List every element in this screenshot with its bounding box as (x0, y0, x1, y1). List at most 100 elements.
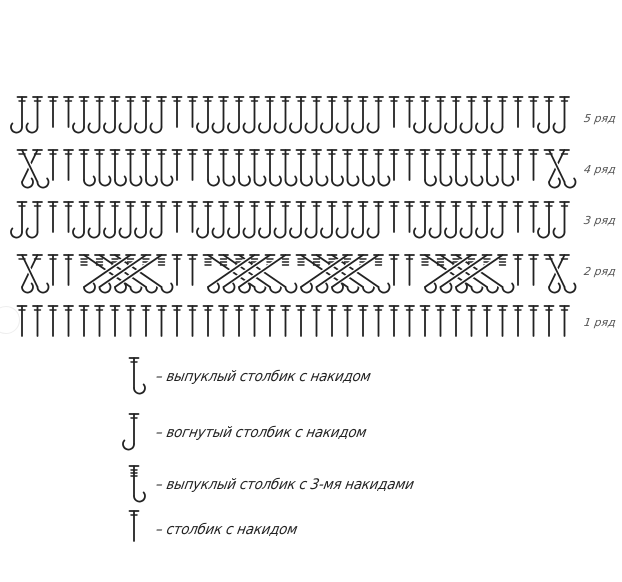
back-post-stitch (428, 201, 446, 239)
front-post-stitch (357, 149, 375, 187)
legend-text: – столбик с накидом (154, 522, 299, 538)
double-crochet-symbol-icon (128, 510, 140, 542)
crossed-stitch (16, 147, 50, 189)
back-post-stitch (258, 201, 276, 239)
post-hook (455, 282, 468, 294)
back-post-stitch (149, 96, 167, 134)
front-post-stitch (94, 149, 112, 187)
back-post-stitch (242, 96, 260, 134)
double-crochet-stitch (171, 201, 183, 233)
post-hook (87, 227, 101, 239)
back-post-stitch (227, 201, 245, 239)
legend-item-front-post: – выпуклый столбик с накидом (120, 352, 389, 402)
post-hook (227, 227, 240, 239)
front-post-stitch (125, 149, 143, 187)
post-hook (300, 282, 313, 294)
cross-stem (548, 149, 566, 183)
legend-text: – выпуклый столбик с 3-мя накидами (154, 477, 416, 493)
back-post-stitch (103, 201, 121, 239)
double-crochet-stitch (63, 305, 74, 337)
cross-stem (83, 254, 132, 288)
cross-stem (439, 254, 488, 288)
post-hook (118, 227, 132, 239)
post-hook (455, 175, 468, 187)
post-hook (490, 122, 504, 134)
post-hook (253, 175, 267, 187)
post-hook (149, 122, 163, 134)
legend-item-back-post: – вогнутый столбик с накидом (120, 408, 385, 458)
back-post-stitch (490, 201, 508, 239)
post-hook (424, 175, 437, 187)
post-hook (238, 282, 251, 294)
post-hook (304, 227, 318, 239)
double-crochet-stitch (187, 149, 198, 181)
double-crochet-stitch (497, 305, 508, 337)
double-crochet-stitch (63, 96, 74, 128)
post-hook (351, 122, 364, 134)
post-hook (134, 122, 147, 134)
back-post-stitch (72, 201, 90, 239)
post-hook (36, 177, 50, 189)
post-hook (320, 122, 333, 134)
post-hook (145, 175, 158, 187)
post-hook (377, 282, 391, 294)
legend-item-triple-post: – выпуклый столбик с 3-мя накидами (120, 460, 436, 510)
double-crochet-stitch (218, 305, 229, 337)
double-crochet-stitch (109, 305, 121, 337)
double-crochet-stitch (404, 201, 415, 233)
double-crochet-stitch (450, 305, 462, 337)
post-hook (366, 227, 380, 239)
post-hook (331, 175, 344, 187)
post-hook (258, 227, 271, 239)
double-crochet-stitch (295, 305, 307, 337)
back-post-stitch (134, 201, 152, 239)
back-post-stitch (118, 96, 136, 134)
post-hook (490, 227, 504, 239)
back-post-stitch (273, 96, 291, 134)
back-post-stitch (258, 96, 276, 134)
post-hook (242, 122, 256, 134)
back-post-stitch (320, 96, 338, 134)
chart-row-5 (10, 96, 570, 134)
front-post-stitch (295, 149, 313, 187)
cross-stem (238, 254, 287, 288)
back-post-stitch (552, 201, 570, 239)
front-post-stitch (311, 149, 329, 187)
back-post-stitch (475, 201, 493, 239)
front-post-stitch (497, 149, 515, 187)
post-hook (548, 177, 561, 189)
cross-stem (222, 254, 271, 288)
back-post-stitch (490, 96, 508, 134)
double-crochet-stitch (543, 305, 555, 337)
back-post-stitch (413, 201, 431, 239)
post-hook (36, 282, 50, 294)
front-post-stitch (218, 149, 236, 187)
post-hook (25, 227, 39, 239)
back-post-stitch (273, 201, 291, 239)
front-post-stitch (249, 149, 267, 187)
back-post-stitch (304, 96, 322, 134)
post-hook (129, 175, 143, 187)
double-crochet-stitch (481, 305, 493, 337)
crossed-stitch (453, 252, 508, 294)
post-hook (331, 282, 344, 294)
post-hook (428, 122, 442, 134)
double-crochet-stitch (202, 305, 214, 337)
post-hook (87, 122, 101, 134)
back-post-stitch (351, 96, 369, 134)
post-hook (444, 122, 457, 134)
back-post-stitch (134, 96, 152, 134)
post-hook (362, 175, 375, 187)
post-hook (83, 175, 96, 187)
cross-stem (114, 254, 163, 288)
double-crochet-stitch (47, 305, 59, 337)
back-post-stitch (552, 96, 570, 134)
crossed-stitch (329, 252, 384, 294)
post-hook (552, 122, 566, 134)
post-hook (366, 122, 380, 134)
front-post-stitch (280, 149, 298, 187)
front-post-stitch (481, 149, 499, 187)
post-hook (289, 227, 302, 239)
post-hook (346, 175, 360, 187)
double-crochet-stitch (466, 305, 477, 337)
